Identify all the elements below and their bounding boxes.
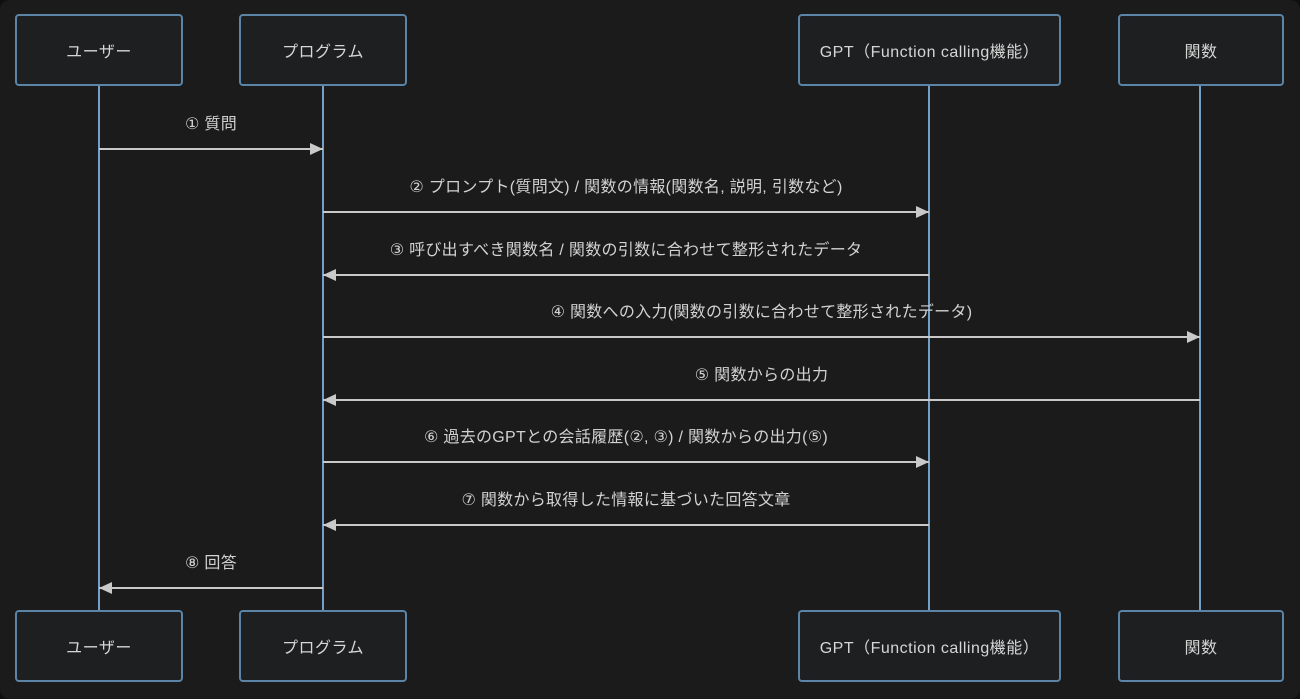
actor-user-top: ユーザー <box>15 14 183 86</box>
message-label-5: ⑤ 関数からの出力 <box>694 367 829 384</box>
message-label-3: ③ 呼び出すべき関数名 / 関数の引数に合わせて整形されたデータ <box>389 242 863 259</box>
message-label-6: ⑥ 過去のGPTとの会話履歴(②, ③) / 関数からの出力(⑤) <box>424 429 828 446</box>
message-label-1: ① 質問 <box>185 116 237 133</box>
message-label-7: ⑦ 関数から取得した情報に基づいた回答文章 <box>461 492 791 509</box>
actor-program-top: プログラム <box>239 14 407 86</box>
actor-user-bottom: ユーザー <box>15 610 183 682</box>
message-label-2: ② プロンプト(質問文) / 関数の情報(関数名, 説明, 引数など) <box>409 179 843 196</box>
message-label-4: ④ 関数への入力(関数の引数に合わせて整形されたデータ) <box>550 304 973 321</box>
message-arrow-4 <box>323 331 1200 343</box>
actor-gpt-bottom: GPT（Function calling機能） <box>798 610 1061 682</box>
actor-function-bottom: 関数 <box>1118 610 1284 682</box>
message-arrow-1 <box>99 143 323 155</box>
actor-gpt-top: GPT（Function calling機能） <box>798 14 1061 86</box>
message-arrow-6 <box>323 456 929 468</box>
message-arrow-5 <box>323 394 1200 406</box>
lifeline-gpt <box>928 86 930 610</box>
message-arrow-2 <box>323 206 929 218</box>
message-arrow-3 <box>323 269 929 281</box>
actor-function-top: 関数 <box>1118 14 1284 86</box>
lifeline-user <box>98 86 100 610</box>
lifeline-program <box>322 86 324 610</box>
actor-program-bottom: プログラム <box>239 610 407 682</box>
message-arrow-7 <box>323 519 929 531</box>
message-label-8: ⑧ 回答 <box>185 555 237 572</box>
lifeline-function <box>1199 86 1201 610</box>
message-arrow-8 <box>99 582 323 594</box>
